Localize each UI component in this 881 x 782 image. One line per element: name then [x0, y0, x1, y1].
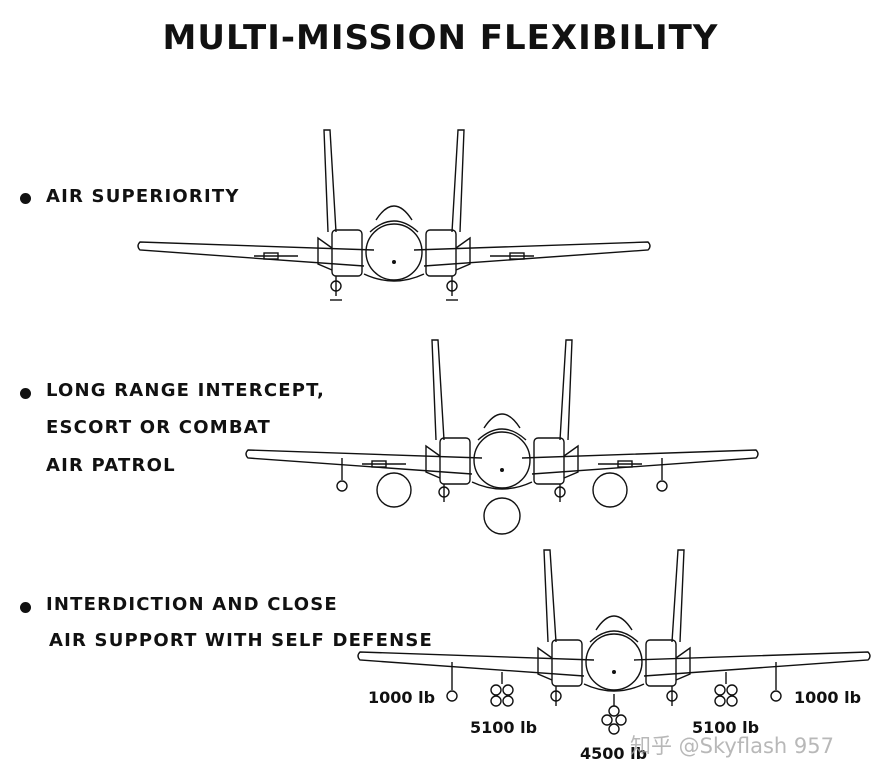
bullet-icon: [20, 193, 31, 204]
watermark: 知乎 @Skyflash 957: [630, 734, 834, 758]
page-title: MULTI-MISSION FLEXIBILITY: [162, 18, 719, 58]
mission-3-label-line-1: INTERDICTION AND CLOSE: [46, 594, 338, 615]
mission-2-label-line-2: ESCORT OR COMBAT: [46, 417, 271, 438]
bullet-icon: [20, 388, 31, 399]
mission-2-label-line-3: AIR PATROL: [46, 455, 176, 476]
mission-3-label-line-2: AIR SUPPORT WITH SELF DEFENSE: [49, 630, 434, 651]
weapon-label-right-inboard: 5100 lb: [692, 718, 760, 737]
mission-1-label: AIR SUPERIORITY: [46, 186, 240, 207]
mission-2-label-line-1: LONG RANGE INTERCEPT,: [46, 380, 326, 401]
weapon-label-left-inboard: 5100 lb: [470, 718, 538, 737]
weapon-label-right-outboard: 1000 lb: [794, 688, 862, 707]
weapon-label-left-outboard: 1000 lb: [368, 688, 436, 707]
weapon-label-centerline: 4500 lb: [580, 744, 648, 763]
bullet-icon: [20, 602, 31, 613]
